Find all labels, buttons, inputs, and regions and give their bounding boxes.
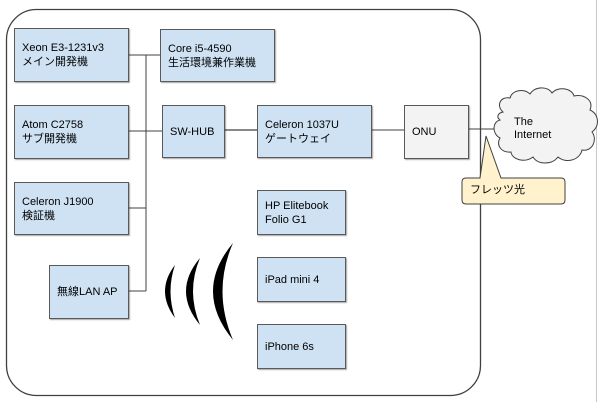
cloud-label-line2: Internet: [514, 129, 552, 141]
node-label-line2: サブ開発機: [22, 133, 77, 145]
node-label-line1: Atom C2758: [22, 119, 84, 131]
node-label-line1: 無線LAN AP: [57, 286, 118, 298]
cloud-label-line1: The: [514, 116, 533, 128]
node-label-line1: ONU: [412, 126, 437, 138]
node-label-line1: iPhone 6s: [265, 340, 314, 353]
node-iphone: iPhone 6s: [257, 324, 346, 369]
wireless-arc-medium: [186, 258, 200, 325]
callout-label: フレッツ光: [470, 184, 525, 196]
node-atom-sub-dev: Atom C2758 サブ開発機: [14, 105, 129, 159]
node-label-line2: Folio G1: [265, 213, 307, 226]
node-label-line2: 検証機: [22, 209, 55, 222]
node-hp-elitebook: HP Elitebook Folio G1: [257, 190, 346, 235]
node-label-line1: Celeron 1037U: [265, 118, 339, 131]
node-label-line1: HP Elitebook: [265, 199, 329, 212]
wireless-signal-icon: [165, 243, 233, 340]
cloud-icon: [493, 87, 598, 164]
node-label-line1: Celeron J1900: [22, 195, 94, 208]
node-onu: ONU: [404, 105, 469, 159]
node-ipad-mini: iPad mini 4: [257, 257, 346, 302]
node-label-line1: SW-HUB: [170, 125, 215, 138]
wireless-arc-large: [213, 243, 233, 340]
node-xeon-main-dev: Xeon E3-1231v3 メイン開発機: [14, 28, 129, 82]
node-label-line1: Core i5-4590: [168, 42, 232, 55]
node-label-line2: 生活環境兼作業機: [168, 56, 256, 69]
page-right-edge: [596, 0, 597, 402]
callout-shape: [461, 135, 566, 205]
node-label-line1: iPad mini 4: [265, 273, 320, 286]
wireless-arc-small: [165, 265, 175, 318]
node-core-i5-workstation: Core i5-4590 生活環境兼作業機: [160, 29, 275, 82]
node-gateway: Celeron 1037U ゲートウェイ: [257, 105, 372, 158]
cloud-label: The Internet: [514, 116, 551, 142]
node-label-line1: Xeon E3-1231v3: [22, 42, 104, 54]
node-sw-hub: SW-HUB: [162, 105, 225, 158]
node-label-line2: メイン開発機: [22, 56, 88, 68]
node-wireless-ap: 無線LAN AP: [49, 265, 129, 319]
callout-bubble: [461, 135, 566, 205]
node-celeron-j1900-test: Celeron J1900 検証機: [14, 182, 129, 235]
node-label-line2: ゲートウェイ: [265, 132, 331, 145]
